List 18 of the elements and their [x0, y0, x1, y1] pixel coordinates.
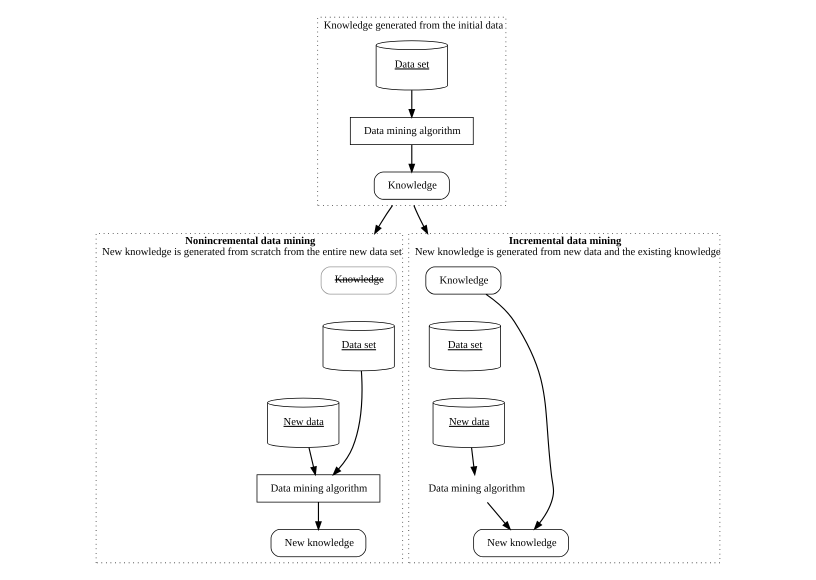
arrow: [486, 502, 512, 531]
arrow: [332, 370, 363, 476]
arrow: [470, 448, 478, 476]
node-box: Knowledge: [320, 266, 397, 295]
arrow: [486, 294, 554, 530]
arrow: [374, 205, 394, 235]
node-box: Knowledge: [374, 172, 450, 200]
node-box: Data mining algorithm: [256, 474, 380, 502]
node-box: Knowledge: [425, 266, 502, 295]
arrow: [308, 448, 317, 476]
arrow: [408, 144, 416, 174]
arrow: [315, 502, 322, 532]
arrow: [408, 90, 416, 119]
arrow: [413, 205, 428, 235]
node-box: New knowledge: [270, 529, 366, 558]
node-box: New knowledge: [473, 529, 569, 558]
node-box: Data mining algorithm: [350, 116, 474, 146]
node-text: Data mining algorithm: [428, 483, 526, 494]
